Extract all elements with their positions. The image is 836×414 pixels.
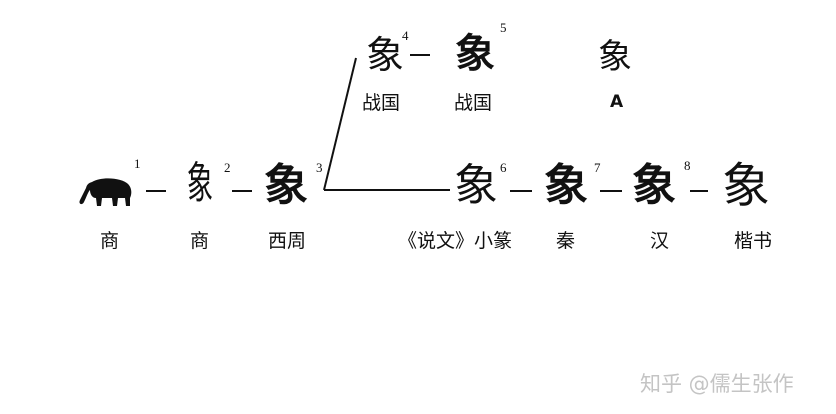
label-shang-1: 商 bbox=[100, 230, 120, 252]
glyph-zhanguo-4: 象 bbox=[366, 33, 405, 77]
glyph-number: 2 bbox=[224, 160, 231, 175]
glyph-number: 3 bbox=[316, 160, 323, 175]
connector bbox=[146, 190, 166, 192]
watermark: 知乎 @儒生张作 bbox=[640, 372, 794, 396]
label-han: 汉 bbox=[650, 230, 670, 252]
label-xiaozhuan: 《说文》小篆 bbox=[398, 230, 513, 252]
label-kaishu: 楷书 bbox=[734, 230, 773, 252]
glyph-number: 4 bbox=[402, 28, 409, 43]
label-qin: 秦 bbox=[556, 230, 576, 252]
glyph-number: 7 bbox=[594, 160, 601, 175]
connector bbox=[232, 190, 252, 192]
glyph-shang-2: 象 bbox=[186, 158, 214, 209]
glyph-qin: 象 bbox=[544, 160, 588, 211]
glyph-kaishu: 象 bbox=[722, 158, 771, 214]
glyph-xiaozhuan: 象 bbox=[454, 160, 498, 211]
label-shang-2: 商 bbox=[190, 230, 210, 252]
glyph-number: 1 bbox=[134, 156, 141, 171]
connector bbox=[410, 54, 430, 56]
label-xizhou: 西周 bbox=[268, 230, 307, 252]
glyph-xizhou: 象 bbox=[264, 160, 308, 211]
glyph-han: 象 bbox=[632, 160, 676, 211]
connector bbox=[600, 190, 622, 192]
glyph-number: 6 bbox=[500, 160, 507, 175]
glyph-a: 象 bbox=[598, 37, 632, 77]
label-a: A bbox=[610, 92, 624, 112]
connector bbox=[510, 190, 532, 192]
elephant-pictograph-icon bbox=[79, 178, 132, 206]
connector bbox=[690, 190, 708, 192]
label-zhanguo-4: 战国 bbox=[362, 92, 401, 114]
glyph-number: 8 bbox=[684, 158, 691, 173]
branch-line-upper bbox=[323, 57, 357, 191]
glyph-zhanguo-5: 象 bbox=[455, 30, 495, 77]
glyph-number: 5 bbox=[500, 20, 507, 35]
label-zhanguo-5: 战国 bbox=[454, 92, 493, 114]
